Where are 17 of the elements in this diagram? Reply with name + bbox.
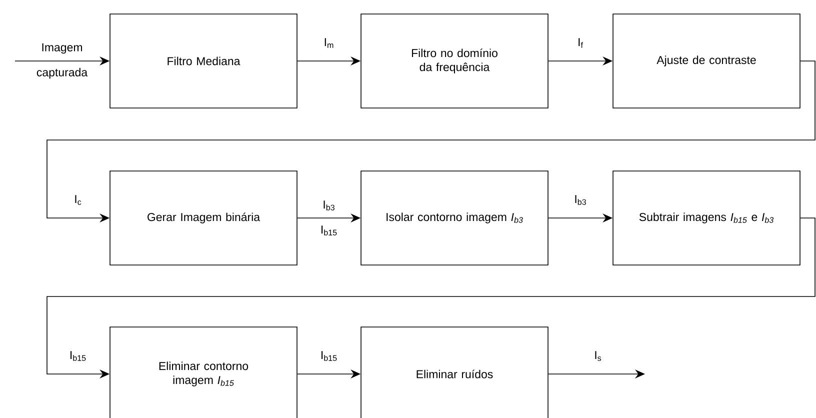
process-box: Eliminar contorno imagem I$_{b15}$ bbox=[110, 326, 298, 418]
edge-label: Imagem capturada bbox=[36, 43, 88, 79]
edge-label: I$_{c}$ bbox=[75, 195, 82, 205]
process-box: Filtro Mediana bbox=[110, 14, 298, 108]
edge-label: I$_{b3}$ bbox=[575, 195, 586, 205]
process-box: Ajuste de contraste bbox=[612, 14, 800, 108]
edge-label: I$_{f}$ bbox=[578, 38, 583, 48]
edge-label: I$_{s}$ bbox=[595, 351, 602, 361]
process-box: Subtrair imagens I$_{b15}$ e I$_{b3}$ bbox=[612, 170, 800, 266]
process-box: Gerar Imagem binária bbox=[110, 170, 298, 266]
edge-label: I$_{b3}$ I$_{b15}$ bbox=[322, 200, 337, 236]
edge-label: I$_{b15}$ bbox=[70, 351, 86, 361]
process-box: Isolar contorno imagem I$_{b3}$ bbox=[360, 170, 548, 266]
process-box: Filtro no domínio da frequência bbox=[360, 14, 548, 108]
edge-label: I$_{m}$ bbox=[324, 38, 334, 48]
process-box: Eliminar ruídos bbox=[360, 326, 548, 418]
edge-label: I$_{b15}$ bbox=[322, 351, 337, 361]
